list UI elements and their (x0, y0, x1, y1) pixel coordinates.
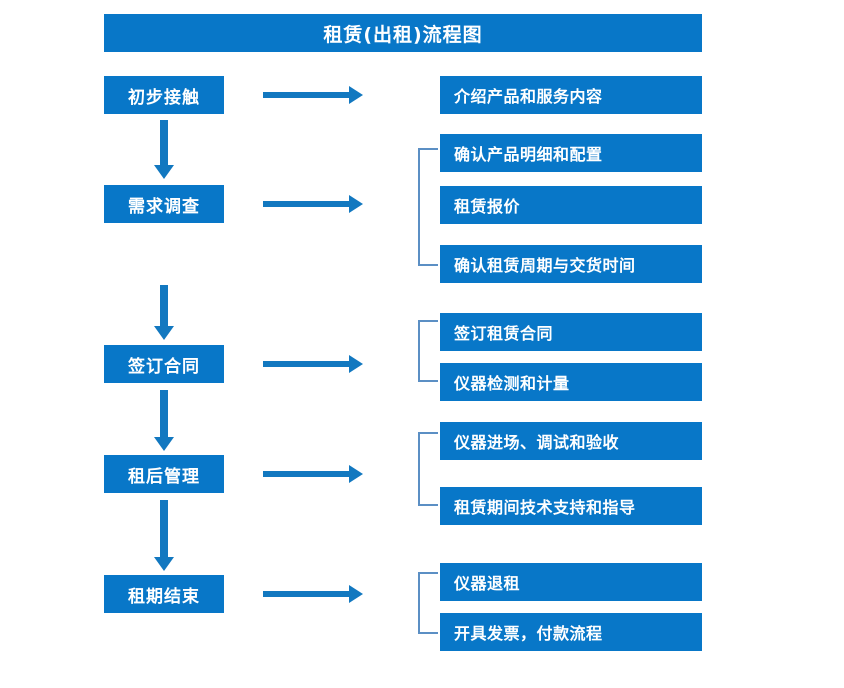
detail-box-1[interactable]: 介绍产品和服务内容 (440, 76, 702, 114)
bracket-group-4 (418, 432, 438, 506)
bracket-group-5 (418, 572, 438, 634)
horizontal-arrow-5 (263, 585, 363, 603)
detail-box-2[interactable]: 确认产品明细和配置 (440, 134, 702, 172)
stage-box-2[interactable]: 需求调查 (104, 185, 224, 223)
horizontal-arrow-2 (263, 195, 363, 213)
vertical-arrow-3-to-4 (154, 390, 174, 451)
detail-box-6[interactable]: 仪器检测和计量 (440, 363, 702, 401)
detail-box-5[interactable]: 签订租赁合同 (440, 313, 702, 351)
detail-box-8[interactable]: 租赁期间技术支持和指导 (440, 487, 702, 525)
detail-box-7[interactable]: 仪器进场、调试和验收 (440, 422, 702, 460)
bracket-group-3 (418, 320, 438, 382)
horizontal-arrow-4 (263, 465, 363, 483)
horizontal-arrow-3 (263, 355, 363, 373)
vertical-arrow-1-to-2 (154, 120, 174, 179)
detail-box-3[interactable]: 租赁报价 (440, 186, 702, 224)
bracket-group-2 (418, 148, 438, 266)
diagram-title: 租赁(出租)流程图 (104, 14, 702, 52)
stage-box-4[interactable]: 租后管理 (104, 455, 224, 493)
horizontal-arrow-1 (263, 86, 363, 104)
vertical-arrow-4-to-5 (154, 500, 174, 571)
vertical-arrow-2-to-3 (154, 285, 174, 340)
stage-box-1[interactable]: 初步接触 (104, 76, 224, 114)
detail-box-4[interactable]: 确认租赁周期与交货时间 (440, 245, 702, 283)
stage-box-3[interactable]: 签订合同 (104, 345, 224, 383)
stage-box-5[interactable]: 租期结束 (104, 575, 224, 613)
detail-box-10[interactable]: 开具发票，付款流程 (440, 613, 702, 651)
detail-box-9[interactable]: 仪器退租 (440, 563, 702, 601)
